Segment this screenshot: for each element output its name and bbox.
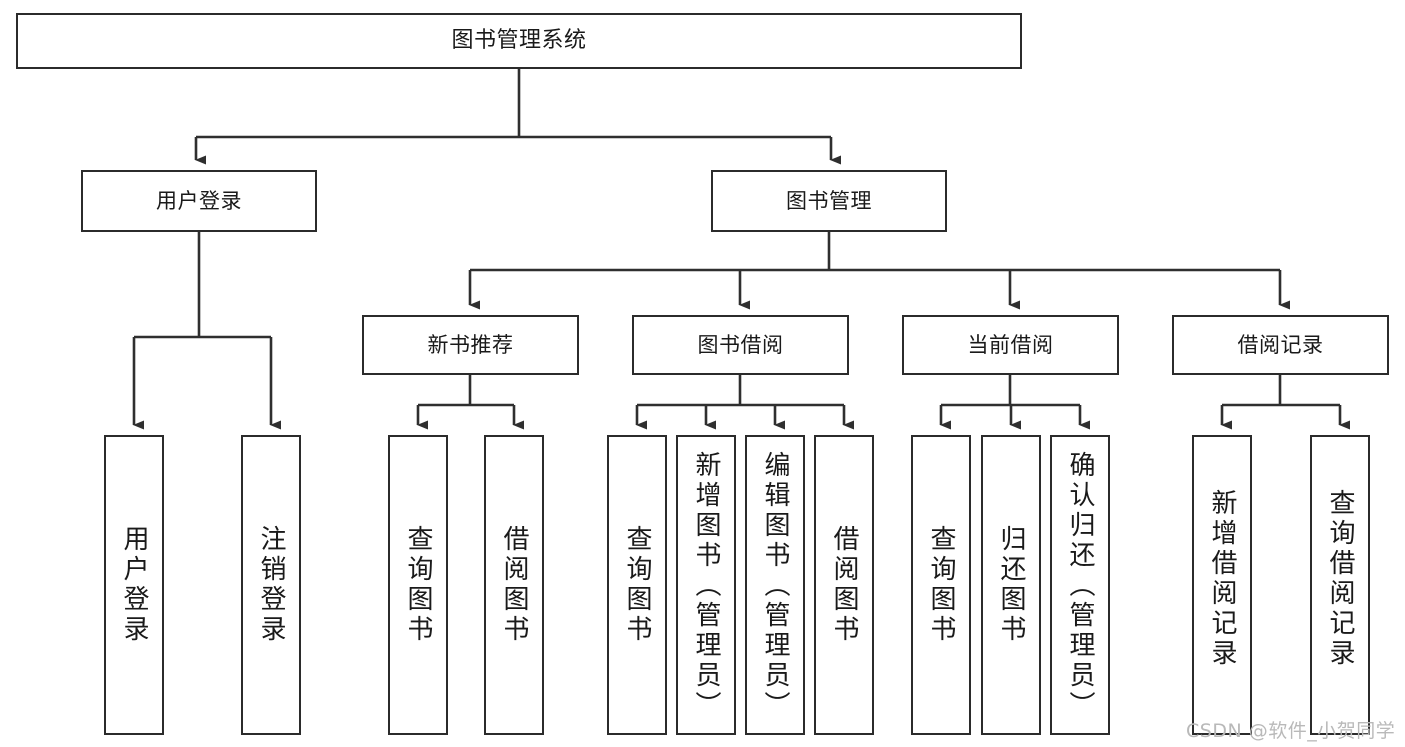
- node-label: 注销登录: [256, 525, 286, 645]
- node-label: 归还图书: [996, 525, 1026, 645]
- node-user-login[interactable]: 用户登录: [81, 170, 317, 232]
- leaf-node[interactable]: 查询图书: [388, 435, 448, 735]
- watermark-text: CSDN @软件_小贺同学: [1186, 720, 1396, 742]
- leaf-node[interactable]: 查询借阅记录: [1310, 435, 1370, 735]
- node-borrow-record[interactable]: 借阅记录: [1172, 315, 1389, 375]
- leaf-node[interactable]: 编辑图书（管理员）: [745, 435, 805, 735]
- leaf-node[interactable]: 确认归还（管理员）: [1050, 435, 1110, 735]
- node-label: 查询图书: [403, 525, 433, 645]
- node-label: 图书管理系统: [451, 28, 587, 54]
- node-label: 新书推荐: [427, 332, 514, 357]
- node-label: 新增借阅记录: [1207, 489, 1237, 669]
- node-label: 借阅记录: [1237, 332, 1324, 357]
- leaf-node[interactable]: 新增图书（管理员）: [676, 435, 736, 735]
- leaf-node[interactable]: 查询图书: [911, 435, 971, 735]
- node-label: 借阅图书: [829, 525, 859, 645]
- node-label: 查询图书: [622, 525, 652, 645]
- node-label: 用户登录: [119, 525, 149, 645]
- node-label: 用户登录: [156, 188, 242, 213]
- leaf-node[interactable]: 借阅图书: [814, 435, 874, 735]
- leaf-node[interactable]: 用户登录: [104, 435, 164, 735]
- node-label: 确认归还（管理员）: [1065, 451, 1095, 721]
- node-book-management[interactable]: 图书管理: [711, 170, 947, 232]
- leaf-node[interactable]: 查询图书: [607, 435, 667, 735]
- node-label: 编辑图书（管理员）: [760, 451, 790, 721]
- node-root-system[interactable]: 图书管理系统: [16, 13, 1022, 69]
- leaf-node[interactable]: 归还图书: [981, 435, 1041, 735]
- node-new-book-recommend[interactable]: 新书推荐: [362, 315, 579, 375]
- node-label: 查询图书: [926, 525, 956, 645]
- node-book-borrow[interactable]: 图书借阅: [632, 315, 849, 375]
- node-label: 借阅图书: [499, 525, 529, 645]
- node-current-borrow[interactable]: 当前借阅: [902, 315, 1119, 375]
- node-label: 图书借阅: [697, 332, 784, 357]
- leaf-node[interactable]: 注销登录: [241, 435, 301, 735]
- node-label: 当前借阅: [967, 332, 1054, 357]
- leaf-node[interactable]: 新增借阅记录: [1192, 435, 1252, 735]
- node-label: 新增图书（管理员）: [691, 451, 721, 721]
- node-label: 图书管理: [786, 188, 872, 213]
- node-label: 查询借阅记录: [1325, 489, 1355, 669]
- leaf-node[interactable]: 借阅图书: [484, 435, 544, 735]
